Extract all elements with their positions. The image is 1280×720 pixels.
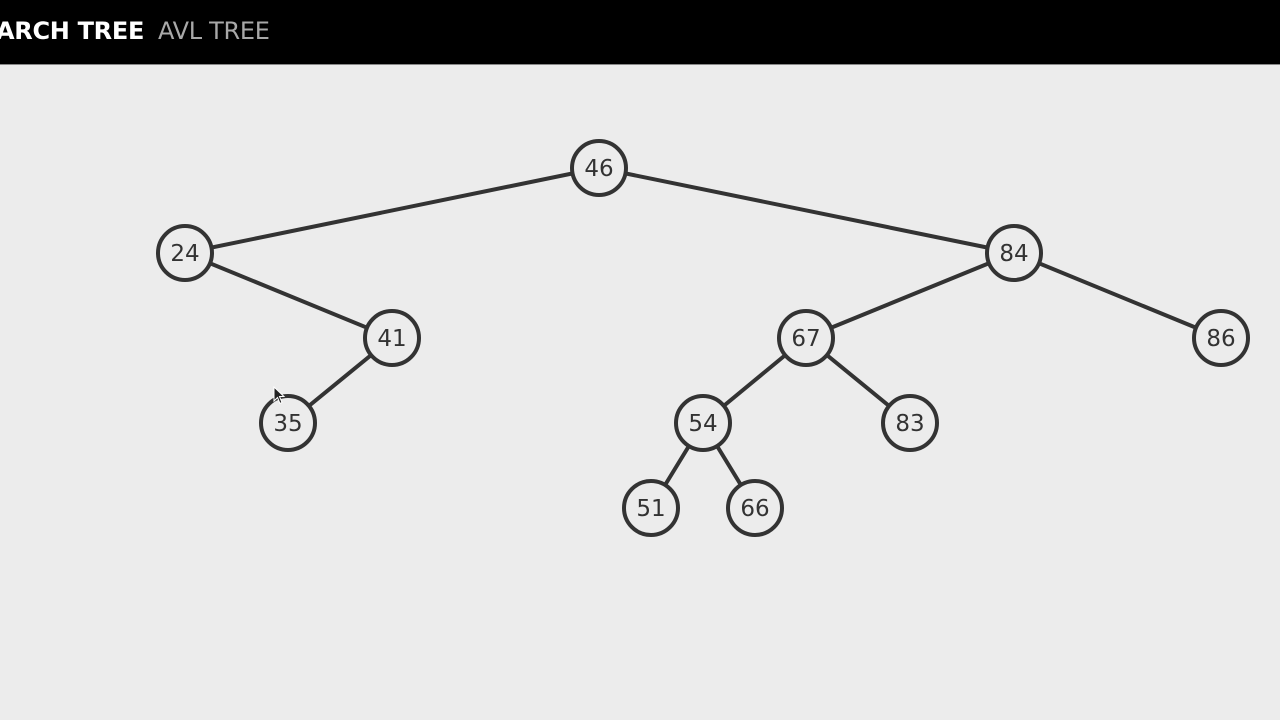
tree-node-86[interactable]: 86 xyxy=(1192,309,1250,367)
node-value: 35 xyxy=(273,411,302,437)
node-value: 83 xyxy=(895,411,924,437)
node-value: 51 xyxy=(636,496,665,522)
node-circle[interactable] xyxy=(622,479,680,537)
tab-avl-tree[interactable]: AVL TREE xyxy=(158,17,270,45)
node-circle[interactable] xyxy=(570,139,628,197)
node-value: 84 xyxy=(999,241,1028,267)
tree-node-83[interactable]: 83 xyxy=(881,394,939,452)
node-circle[interactable] xyxy=(1192,309,1250,367)
mouse-cursor-icon xyxy=(273,386,286,405)
tree-node-46[interactable]: 46 xyxy=(570,139,628,197)
tree-node-35[interactable]: 35 xyxy=(259,394,317,452)
tree-node-84[interactable]: 84 xyxy=(985,224,1043,282)
tree-edge-84-67 xyxy=(804,251,1016,340)
node-value: 67 xyxy=(791,326,820,352)
node-circle[interactable] xyxy=(777,309,835,367)
tree-nodes: 46 24 84 41 67 86 35 54 83 51 66 xyxy=(156,139,1250,537)
tree-edge-84-86 xyxy=(1012,251,1223,340)
tree-edge-46-24 xyxy=(183,166,601,255)
tree-node-41[interactable]: 41 xyxy=(363,309,421,367)
node-value: 24 xyxy=(170,241,199,267)
tree-edge-46-84 xyxy=(597,166,1016,255)
top-navigation-bar: ARCH TREE AVL TREE xyxy=(0,0,1280,65)
node-value: 66 xyxy=(740,496,769,522)
node-circle[interactable] xyxy=(156,224,214,282)
node-value: 86 xyxy=(1206,326,1235,352)
node-value: 54 xyxy=(688,411,717,437)
node-circle[interactable] xyxy=(881,394,939,452)
tree-node-54[interactable]: 54 xyxy=(674,394,732,452)
node-value: 41 xyxy=(377,326,406,352)
tree-node-66[interactable]: 66 xyxy=(726,479,784,537)
node-circle[interactable] xyxy=(985,224,1043,282)
node-circle[interactable] xyxy=(726,479,784,537)
tab-binary-search-tree[interactable]: ARCH TREE xyxy=(0,17,145,45)
node-circle[interactable] xyxy=(259,394,317,452)
tree-node-24[interactable]: 24 xyxy=(156,224,214,282)
tree-node-67[interactable]: 67 xyxy=(777,309,835,367)
node-circle[interactable] xyxy=(674,394,732,452)
node-circle[interactable] xyxy=(363,309,421,367)
tree-edges xyxy=(183,166,1223,510)
tree-edge-24-41 xyxy=(183,251,394,340)
tree-node-51[interactable]: 51 xyxy=(622,479,680,537)
node-value: 46 xyxy=(584,156,613,182)
